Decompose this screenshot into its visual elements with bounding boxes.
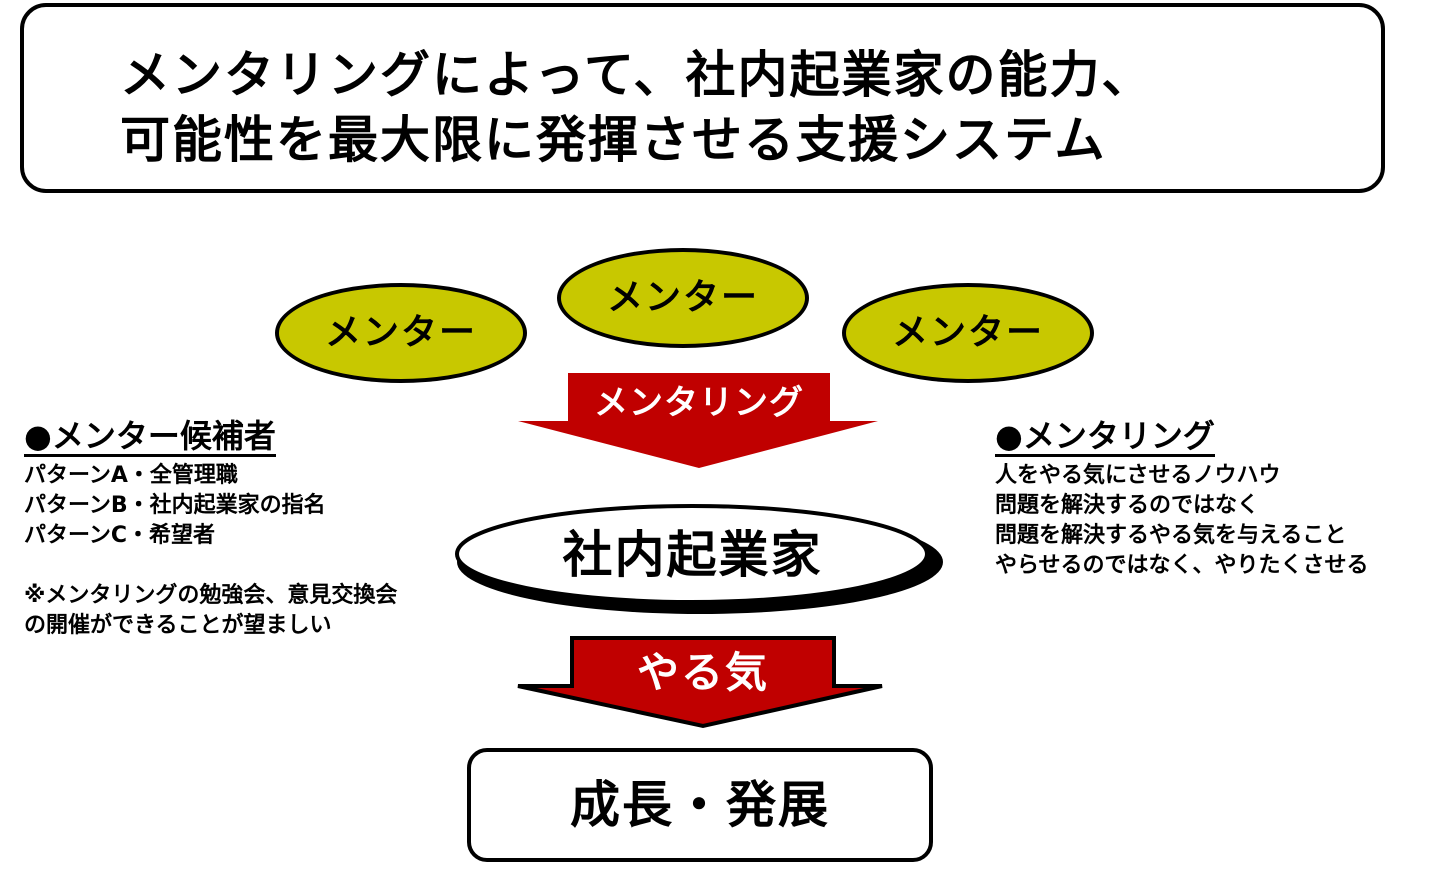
title-line-1: メンタリングによって、社内起業家の能力、 (120, 46, 1154, 104)
mentor-label-center: メンター (606, 277, 759, 318)
mentor-candidates-panel: ●メンター候補者 パターンA・全管理職 パターンB・社内起業家の指名 パターンC… (24, 420, 397, 641)
mentor-label-right: メンター (891, 312, 1044, 353)
mentoring-item: 問題を解決するやる気を与えること (995, 523, 1347, 548)
mentoring-item: 問題を解決するのではなく (995, 493, 1260, 518)
entrepreneur-ellipse (455, 504, 929, 604)
mentor-ellipse-left: メンター (275, 283, 527, 383)
mentoring-item: 人をやる気にさせるノウハウ (995, 463, 1281, 488)
mentoring-item: やらせるのではなく、やりたくさせる (995, 553, 1369, 578)
candidate-item: パターンB・社内起業家の指名 (24, 493, 326, 518)
growth-label: 成長・発展 (570, 776, 830, 834)
candidate-note-line: ※メンタリングの勉強会、意見交換会 (24, 583, 398, 608)
candidate-item: パターンA・全管理職 (24, 463, 238, 488)
mentoring-arrow (518, 373, 878, 468)
mentor-label-left: メンター (324, 312, 477, 353)
motivation-arrow-label: やる気 (636, 648, 769, 697)
spacer (24, 551, 397, 581)
candidate-note-line: の開催ができることが望ましい (24, 613, 332, 638)
mentoring-heading: ●メンタリング (995, 417, 1215, 457)
mentor-ellipse-right: メンター (842, 283, 1094, 383)
candidate-item: パターンC・希望者 (24, 523, 216, 548)
mentoring-arrow-label: メンタリング (594, 383, 804, 423)
motivation-arrow (517, 636, 883, 729)
title-line-2: 可能性を最大限に発揮させる支援システム (120, 111, 1107, 169)
title-box (20, 3, 1385, 193)
growth-box: 成長・発展 (467, 748, 933, 862)
mentor-candidates-heading: ●メンター候補者 (24, 417, 276, 457)
mentoring-panel: ●メンタリング 人をやる気にさせるノウハウ 問題を解決するのではなく 問題を解決… (995, 420, 1369, 581)
entrepreneur-label: 社内起業家 (562, 526, 823, 584)
mentor-ellipse-center: メンター (557, 248, 809, 348)
